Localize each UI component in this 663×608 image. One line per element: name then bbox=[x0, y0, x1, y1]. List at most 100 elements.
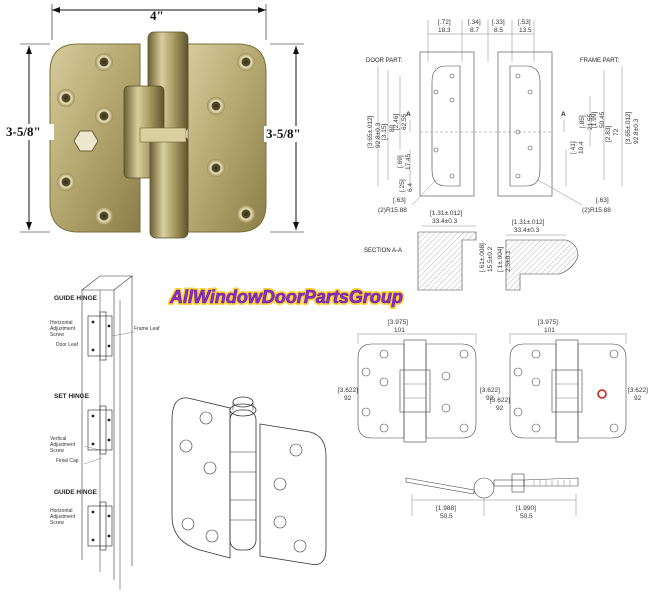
brand-logo: AllWindowDoorPartsGroup AllWindowDoorPar… bbox=[167, 285, 405, 309]
right-dim-3a: [1.99] bbox=[591, 112, 598, 128]
screw-hole bbox=[57, 173, 75, 191]
right-dim-2b: 72 bbox=[613, 128, 620, 136]
radius-left-b: (2)R15.88 bbox=[378, 207, 407, 214]
frame-leaf-label: Frame Leaf bbox=[134, 326, 160, 332]
door-leaf-label: Door Leaf bbox=[56, 342, 78, 348]
dim-top-1b: 18.3 bbox=[438, 27, 451, 34]
top-view-right-a: [1.990] bbox=[516, 505, 536, 512]
ortho-right-height-r-a: [3.622] bbox=[628, 387, 648, 394]
right-dim-5b: 10.4 bbox=[578, 141, 585, 154]
top-view-left-a: [1.988] bbox=[436, 505, 456, 512]
dim-top-3b: 8.5 bbox=[494, 27, 503, 34]
guide-hinge-bottom-label: GUIDE HINGE bbox=[54, 489, 98, 496]
screw-hole bbox=[95, 207, 113, 225]
finial-cap-label: Finial Cap bbox=[56, 458, 79, 464]
screw-hole bbox=[207, 97, 225, 115]
top-view-right-b: 50.5 bbox=[520, 513, 533, 520]
ortho-left-height-l-a: [3.622] bbox=[338, 387, 358, 394]
right-dim-5a: [.41] bbox=[570, 141, 577, 154]
left-vertical-dims: [3.65±.012] 92.8±0.3 [3.15] 80 [2.46] 62… bbox=[367, 66, 414, 192]
left-dim-5b: 6.4 bbox=[407, 183, 414, 192]
dim-top-3a: [.33] bbox=[492, 19, 505, 26]
set-hinge-label: SET HINGE bbox=[54, 393, 90, 400]
dim-top-4b: 13.5 bbox=[519, 27, 532, 34]
frame-part-label: FRAME PART: bbox=[580, 58, 619, 64]
ortho-right-width-a: [3.975] bbox=[538, 319, 558, 326]
section-marker-right: A bbox=[561, 111, 566, 118]
hinge-photo: 4" 3-5/8" 3-5/8" bbox=[4, 4, 316, 239]
section-left-b: 33.4±0.3 bbox=[432, 218, 458, 225]
dim-top-1a: [.72] bbox=[438, 19, 451, 26]
ortho-right-height-l-a: [3.622] bbox=[490, 397, 510, 404]
brand-logo-outline: AllWindowDoorPartsGroup bbox=[169, 287, 403, 307]
install-hinge-top bbox=[87, 311, 113, 361]
ortho-left-height-r-b: 92 bbox=[486, 395, 494, 402]
ortho-left-width-b: 101 bbox=[394, 327, 405, 334]
ortho-right-width-b: 101 bbox=[544, 327, 555, 334]
section-right-c: [.1±.004] bbox=[497, 247, 504, 272]
horiz-adj-bottom-label: Horizontal Adjustment Screw bbox=[50, 508, 76, 526]
ortho-left-height-r-a: [3.622] bbox=[480, 387, 500, 394]
left-dim-3a: [2.46] bbox=[393, 114, 400, 130]
left-dim-3b: 62.55 bbox=[401, 113, 408, 130]
ortho-left-width-a: [3.975] bbox=[388, 319, 408, 326]
radius-right-a: [.63] bbox=[596, 197, 609, 204]
section-left-a: [1.31±.012] bbox=[430, 210, 463, 217]
isometric-hinge-drawing bbox=[171, 396, 327, 566]
right-dim-4a: [.85] bbox=[579, 115, 586, 128]
hinge-top-view: [1.988] 50.5 [1.990] 50.5 bbox=[405, 473, 579, 520]
right-dim-3b: 50.45 bbox=[599, 111, 606, 128]
left-dim-2a: [3.15] bbox=[381, 124, 388, 140]
top-view-left-b: 50.5 bbox=[440, 513, 453, 520]
installation-illustration: GUIDE HINGE Horizontal Adjustment Screw … bbox=[50, 275, 160, 590]
door-frame-drawing: [.72] 18.3 [.34] 8.7 [.33] 8.5 [.53] 13.… bbox=[364, 19, 640, 291]
left-dim-1a: [3.65±.012] bbox=[367, 115, 374, 148]
hex-hole bbox=[73, 130, 99, 152]
screw-hole bbox=[237, 205, 255, 223]
horiz-adj-top-label: Horizontal Adjustment Screw bbox=[50, 320, 76, 338]
install-hinge-middle bbox=[87, 405, 113, 455]
knuckle-lower bbox=[149, 135, 189, 239]
radius-right-b: (2)R15.88 bbox=[582, 207, 611, 214]
right-dim-1b: 92.8±0.3 bbox=[633, 118, 640, 144]
left-dim-4b: 17.45 bbox=[405, 153, 412, 170]
section-right-profile bbox=[505, 239, 579, 291]
left-dim-1b: 92.8±0.3 bbox=[375, 122, 382, 148]
right-dim-1a: [3.65±.012] bbox=[625, 111, 632, 144]
right-vertical-dims: [.41] 10.4 [.85] 21.55 [1.99] 50.45 [2.8… bbox=[565, 66, 640, 186]
section-right-b: 33.4±0.3 bbox=[514, 227, 540, 234]
ortho-right-height-r-b: 92 bbox=[634, 395, 642, 402]
install-hinge-bottom bbox=[87, 501, 113, 551]
ortho-left-height-l-b: 92 bbox=[344, 395, 352, 402]
dim-top-2a: [.34] bbox=[468, 19, 481, 26]
height-right-label: 3-5/8" bbox=[266, 126, 301, 141]
vertical-adj-label: Vertical Adjustment Screw bbox=[50, 436, 76, 454]
section-left-d: 15.5±0.2 bbox=[487, 246, 494, 272]
hinge-ortho-right: [3.975] 101 [3.622] 92 [3.622] 92 bbox=[490, 319, 648, 443]
section-aa-label: SECTION A-A bbox=[364, 248, 402, 254]
brand-logo-text: AllWindowDoorPartsGroup bbox=[169, 287, 403, 307]
screw-hole bbox=[57, 89, 75, 107]
section-left-profile bbox=[417, 231, 477, 291]
height-left-label: 3-5/8" bbox=[6, 124, 41, 139]
section-left-c: [.61±.008] bbox=[479, 243, 486, 272]
door-part-label: DOOR PART: bbox=[366, 58, 402, 64]
width-dimension-label: 4" bbox=[150, 8, 164, 23]
section-right-a: [1.31±.012] bbox=[512, 219, 545, 226]
hinge-ortho-left: [3.975] 101 [3.622] 92 [3.622] 92 bbox=[338, 319, 500, 443]
left-dim-5a: [.25] bbox=[399, 179, 406, 192]
screw-hole bbox=[237, 53, 255, 71]
frame-leaf-plate bbox=[187, 43, 267, 233]
left-dim-4a: [.69] bbox=[397, 155, 404, 168]
dim-top-4a: [.53] bbox=[518, 19, 531, 26]
section-marker-left: A bbox=[406, 111, 411, 118]
screw-hole bbox=[95, 53, 113, 71]
screw-hole bbox=[207, 159, 225, 177]
left-dim-2b: 80 bbox=[389, 124, 396, 132]
ortho-right-height-l-b: 92 bbox=[496, 405, 504, 412]
right-dim-4b: 21.55 bbox=[587, 113, 594, 130]
guide-hinge-top-label: GUIDE HINGE bbox=[54, 295, 98, 302]
section-right-d: 2.5±0.1 bbox=[505, 250, 512, 272]
dim-top-2b: 8.7 bbox=[470, 27, 479, 34]
